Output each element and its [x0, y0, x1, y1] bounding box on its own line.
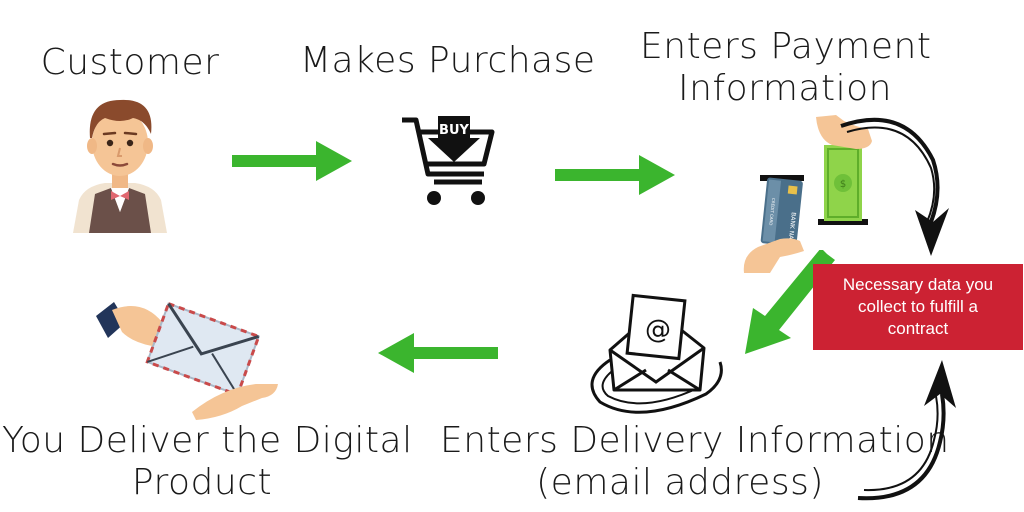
- curved-arrow-down-icon: [840, 117, 949, 256]
- label-you-deliver-line2: Product: [131, 462, 273, 503]
- callout-line2: collect to fulfill a: [858, 297, 978, 316]
- cart-buy-tag: BUY: [439, 123, 469, 138]
- arrow-right-1-icon: [232, 141, 352, 181]
- shopping-cart-icon: BUY: [402, 116, 495, 205]
- arrow-right-2-icon: [555, 155, 675, 195]
- email-at-symbol: @: [645, 315, 671, 345]
- svg-text:$: $: [840, 179, 846, 190]
- label-enters-payment-line2: Information: [678, 68, 892, 109]
- label-customer: Customer: [40, 42, 220, 83]
- label-you-deliver: You Deliver the Digital Product: [2, 420, 413, 504]
- customer-avatar-icon: [73, 99, 167, 233]
- arrow-left-icon: [378, 333, 498, 373]
- callout-line1: Necessary data you: [842, 275, 994, 294]
- label-enters-delivery-line2: (email address): [536, 462, 824, 503]
- label-enters-delivery: Enters Delivery Information (email addre…: [440, 420, 950, 504]
- callout-box: Necessary data you collect to fulfill a …: [813, 264, 1023, 350]
- label-makes-purchase: Makes Purchase: [300, 40, 596, 81]
- deliver-envelope-hands-icon: [96, 301, 278, 420]
- label-you-deliver-line1: You Deliver the Digital: [2, 420, 413, 461]
- card-type-text: CREDIT CARD: [768, 198, 776, 226]
- callout-line3: contract: [887, 319, 949, 338]
- label-enters-payment-line1: Enters Payment: [640, 26, 932, 67]
- card-bank-name: BANK NAME: [786, 212, 797, 249]
- payment-card-cash-icon: BANK NAME CREDIT CARD $: [743, 115, 872, 273]
- label-enters-delivery-line1: Enters Delivery Information: [440, 420, 950, 461]
- email-envelope-icon: @: [590, 293, 723, 414]
- arrow-down-left-icon: [745, 250, 835, 354]
- curved-arrow-up-icon: [857, 360, 956, 501]
- label-enters-payment: Enters Payment Information: [640, 26, 932, 110]
